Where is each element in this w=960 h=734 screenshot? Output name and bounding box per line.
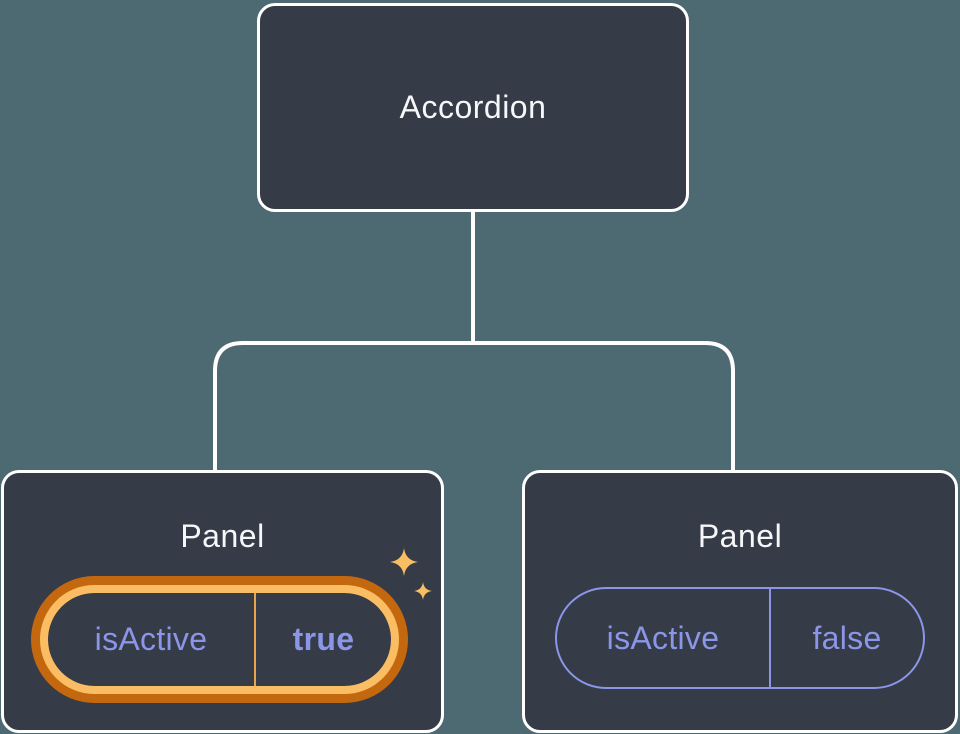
sparkle-icon-large <box>390 548 418 576</box>
pill-divider <box>769 589 771 687</box>
panel-node-label: Panel <box>697 518 783 554</box>
panel-node-label: Panel <box>180 518 265 554</box>
panel-node-inactive: Panel isActive false <box>522 470 958 733</box>
panel-node-active: Panel isActive true <box>1 470 444 733</box>
sparkle-icon-small <box>414 582 432 600</box>
state-pill-inactive: isActive false <box>555 587 925 689</box>
state-prop-name: isActive <box>606 619 720 656</box>
state-pill-active: isActive true <box>48 593 391 686</box>
state-prop-name: isActive <box>94 621 208 657</box>
state-prop-value: false <box>812 619 882 656</box>
connector-bracket <box>213 341 735 470</box>
state-prop-value: true <box>292 621 355 657</box>
pill-divider <box>254 593 256 686</box>
accordion-node-label: Accordion <box>399 89 547 125</box>
accordion-node: Accordion <box>257 3 689 212</box>
